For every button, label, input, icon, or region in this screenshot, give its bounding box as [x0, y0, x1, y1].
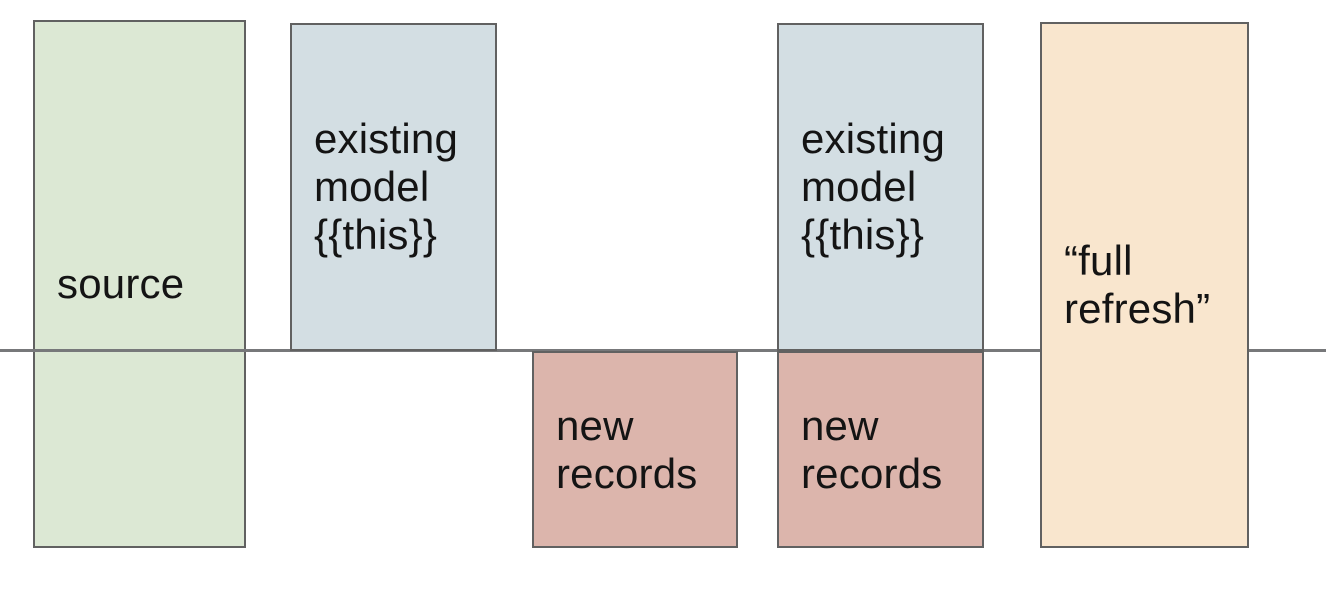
- existing-model-label-left: existing model {{this}}: [314, 115, 459, 258]
- new-records-box-right: new records: [777, 351, 984, 548]
- new-records-box-left: new records: [532, 351, 738, 548]
- existing-model-box-right: existing model {{this}}: [777, 23, 984, 351]
- new-records-label-left: new records: [556, 401, 698, 497]
- full-refresh-label: “full refresh”: [1064, 237, 1211, 332]
- source-label: source: [57, 260, 185, 307]
- full-refresh-box: “full refresh”: [1040, 22, 1249, 548]
- baseline-divider-line: [0, 349, 1326, 352]
- new-records-label-right: new records: [801, 401, 943, 497]
- existing-model-label-right: existing model {{this}}: [801, 115, 946, 258]
- source-box: source: [33, 20, 246, 548]
- existing-model-box-left: existing model {{this}}: [290, 23, 497, 351]
